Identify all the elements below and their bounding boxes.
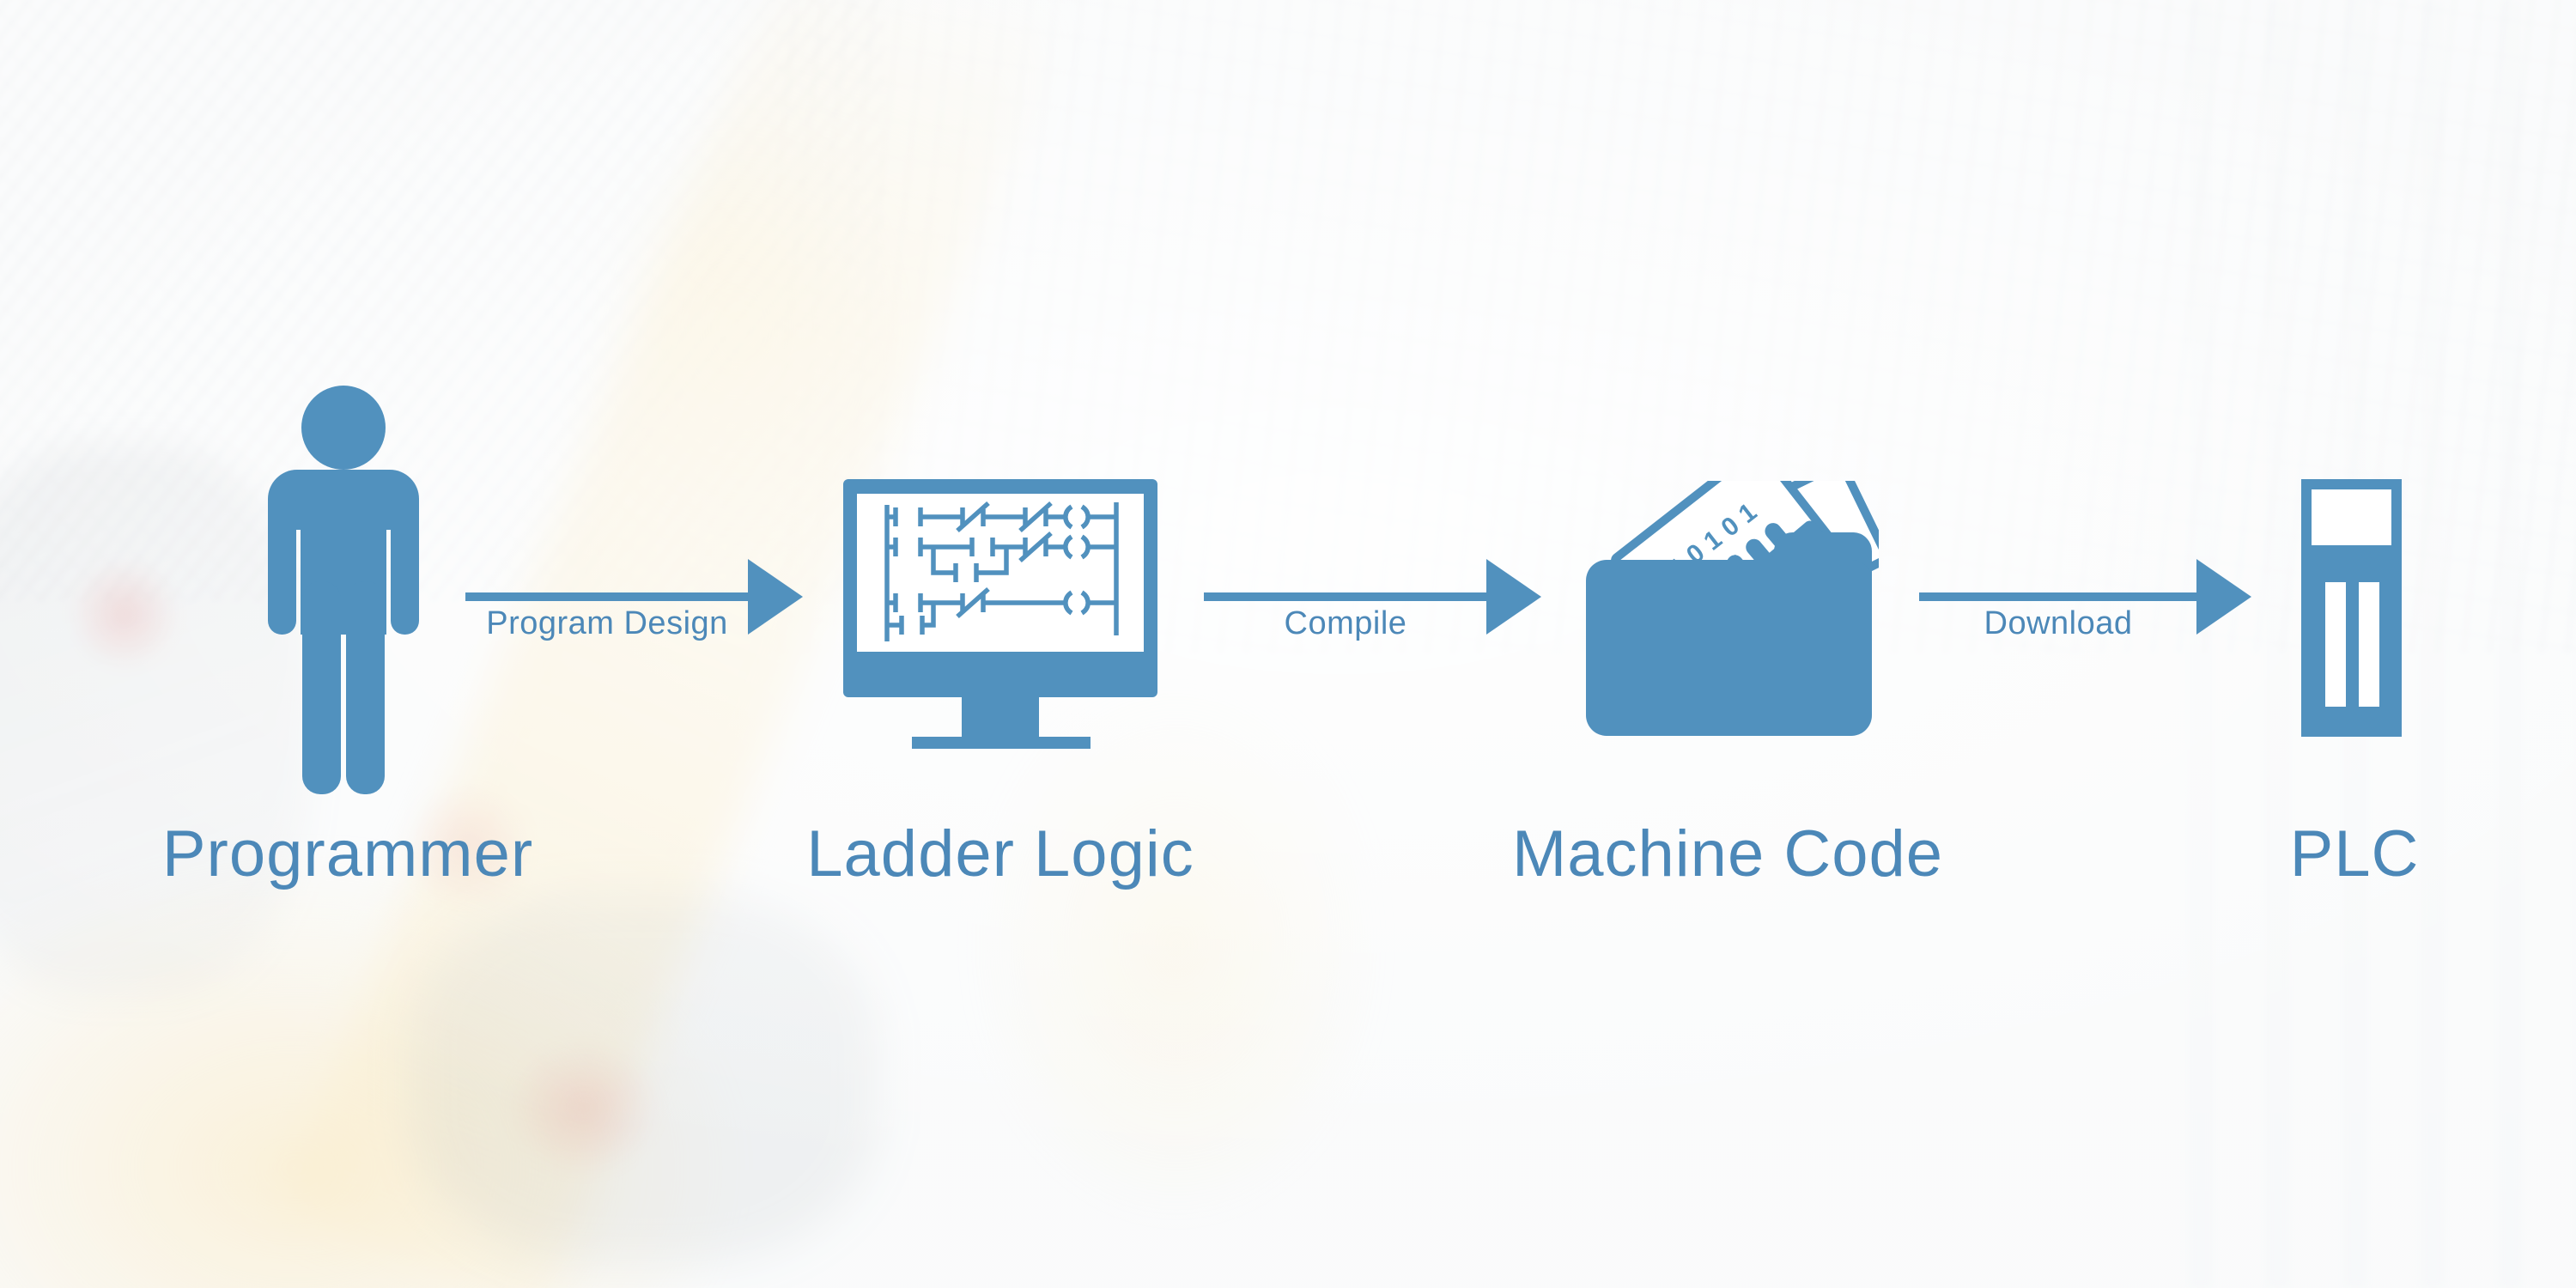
arrow-program-design — [465, 559, 803, 641]
plc-slot — [2359, 582, 2379, 707]
arrow-compile — [1204, 559, 1541, 641]
arrow-head-icon — [748, 559, 803, 635]
folder-binary-papers-icon: 10101 0101 — [1586, 481, 1879, 736]
arrow-shaft — [465, 592, 749, 601]
monitor-ladder-diagram-icon — [843, 479, 1157, 749]
arrow-download — [1919, 559, 2251, 641]
ladder-logic-rungs — [884, 501, 1119, 641]
arrow-label-program-design: Program Design — [486, 605, 728, 641]
arrow-shaft — [1919, 592, 2197, 601]
arrow-label-download: Download — [1984, 605, 2133, 641]
arrow-label-compile: Compile — [1284, 605, 1407, 641]
arrow-head-icon — [1486, 559, 1541, 635]
node-label-machine-code: Machine Code — [1511, 817, 1944, 890]
node-label-plc: PLC — [2289, 817, 2420, 890]
arrow-shaft — [1204, 592, 1487, 601]
plc-device-icon — [2301, 479, 2402, 737]
plc-slot — [2325, 582, 2346, 707]
plc-display — [2312, 489, 2391, 545]
person-icon — [268, 386, 419, 794]
node-label-programmer: Programmer — [161, 817, 534, 890]
arrow-head-icon — [2196, 559, 2251, 635]
folder-body — [1586, 560, 1872, 736]
node-label-ladder-logic: Ladder Logic — [806, 817, 1194, 890]
